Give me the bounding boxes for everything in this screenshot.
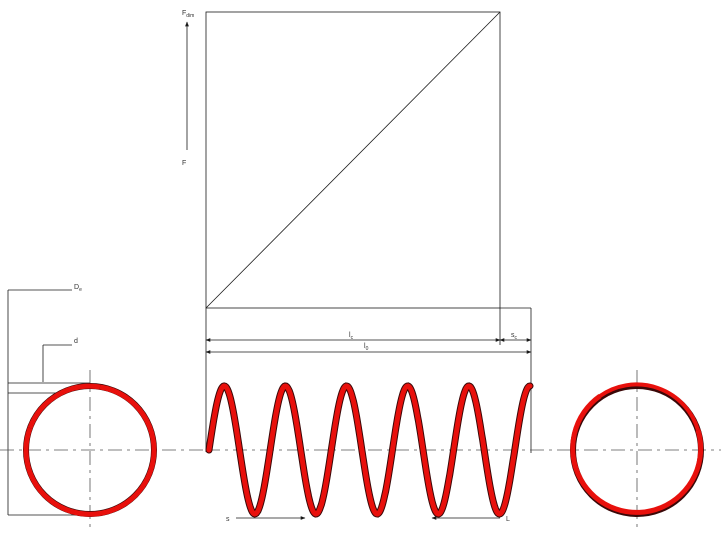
characteristic-frame — [205, 11, 501, 309]
f-dim-label: Fdim — [182, 10, 194, 19]
spring-front-coils — [206, 383, 533, 517]
de-label: De — [74, 284, 82, 293]
l-label: L — [506, 516, 510, 523]
characteristic-line — [205, 11, 501, 309]
spring-side-view — [205, 382, 721, 518]
lc-label: lc — [349, 332, 354, 341]
right-coil-ring-top — [598, 382, 700, 431]
travel-arrows: s L — [226, 516, 510, 523]
right-end-view — [570, 370, 704, 530]
force-axis: Fdim F — [182, 10, 194, 167]
f-label: F — [182, 160, 186, 167]
l0-label: l0 — [364, 343, 369, 352]
left-end-view: De d — [0, 284, 206, 530]
s-label: s — [226, 516, 230, 523]
force-characteristic — [205, 11, 532, 453]
length-dimensions: lc sc l0 — [205, 332, 532, 354]
sc-label: sc — [511, 332, 518, 341]
left-coil-ring — [23, 384, 157, 517]
d-label: d — [74, 338, 78, 345]
right-coil-ring — [570, 393, 704, 515]
left-coil-ring-left — [27, 383, 101, 429]
